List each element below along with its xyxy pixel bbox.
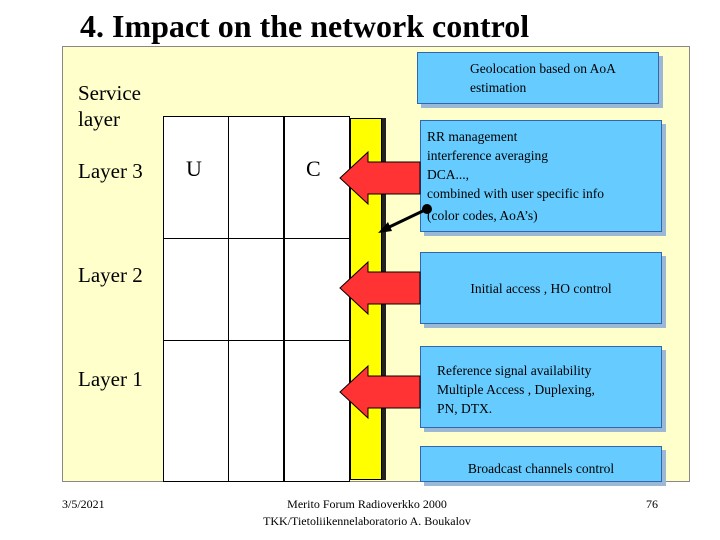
user-plane-column: [163, 116, 229, 482]
initial-access-text: Initial access , HO control: [470, 281, 612, 296]
service-layer-label: Service layer: [78, 81, 141, 131]
rr-management-box: RR management interference averaging DCA…: [420, 120, 662, 232]
reference-signal-box: Reference signal availability Multiple A…: [420, 346, 662, 428]
footer-page-number: 76: [646, 497, 658, 511]
control-bar: [350, 118, 382, 480]
footer-source-line2: TKK/Tietoliikennelaboratorio A. Boukalov: [263, 514, 471, 528]
rr-line-4: combined with user specific info: [427, 186, 604, 201]
footer-source-line1: Merito Forum Radioverkko 2000: [287, 497, 447, 511]
footer-date: 3/5/2021: [62, 497, 105, 511]
layer-divider-2-1: [163, 340, 350, 341]
rr-line-3: DCA...,: [427, 167, 470, 182]
rr-line-1: RR management: [427, 129, 518, 144]
slide-title: 4. Impact on the network control: [80, 8, 530, 44]
geolocation-box: Geolocation based on AoA estimation: [417, 52, 659, 104]
user-plane-label: U: [186, 156, 202, 181]
initial-access-box: Initial access , HO control: [420, 252, 662, 324]
control-plane-label: C: [306, 156, 321, 181]
layer-divider-3-2: [163, 238, 350, 239]
ref-line-2: Multiple Access , Duplexing,: [437, 382, 595, 397]
broadcast-text: Broadcast channels control: [467, 461, 615, 476]
broadcast-box: Broadcast channels control: [420, 446, 662, 482]
layer3-label: Layer 3: [78, 159, 143, 183]
layer1-label: Layer 1: [78, 367, 143, 391]
control-plane-column: [284, 116, 350, 482]
footer-source: Merito Forum Radioverkko 2000 TKK/Tietol…: [262, 496, 472, 530]
geolocation-text: Geolocation based on AoA estimation: [470, 61, 616, 95]
user-plane-column-right: [228, 116, 284, 482]
ref-line-1: Reference signal availability: [437, 363, 592, 378]
layer2-label: Layer 2: [78, 263, 143, 287]
ref-line-3: PN, DTX.: [437, 401, 493, 416]
rr-line-2: interference averaging: [427, 148, 549, 163]
rr-line-5: (color codes, AoA’s): [427, 208, 538, 223]
